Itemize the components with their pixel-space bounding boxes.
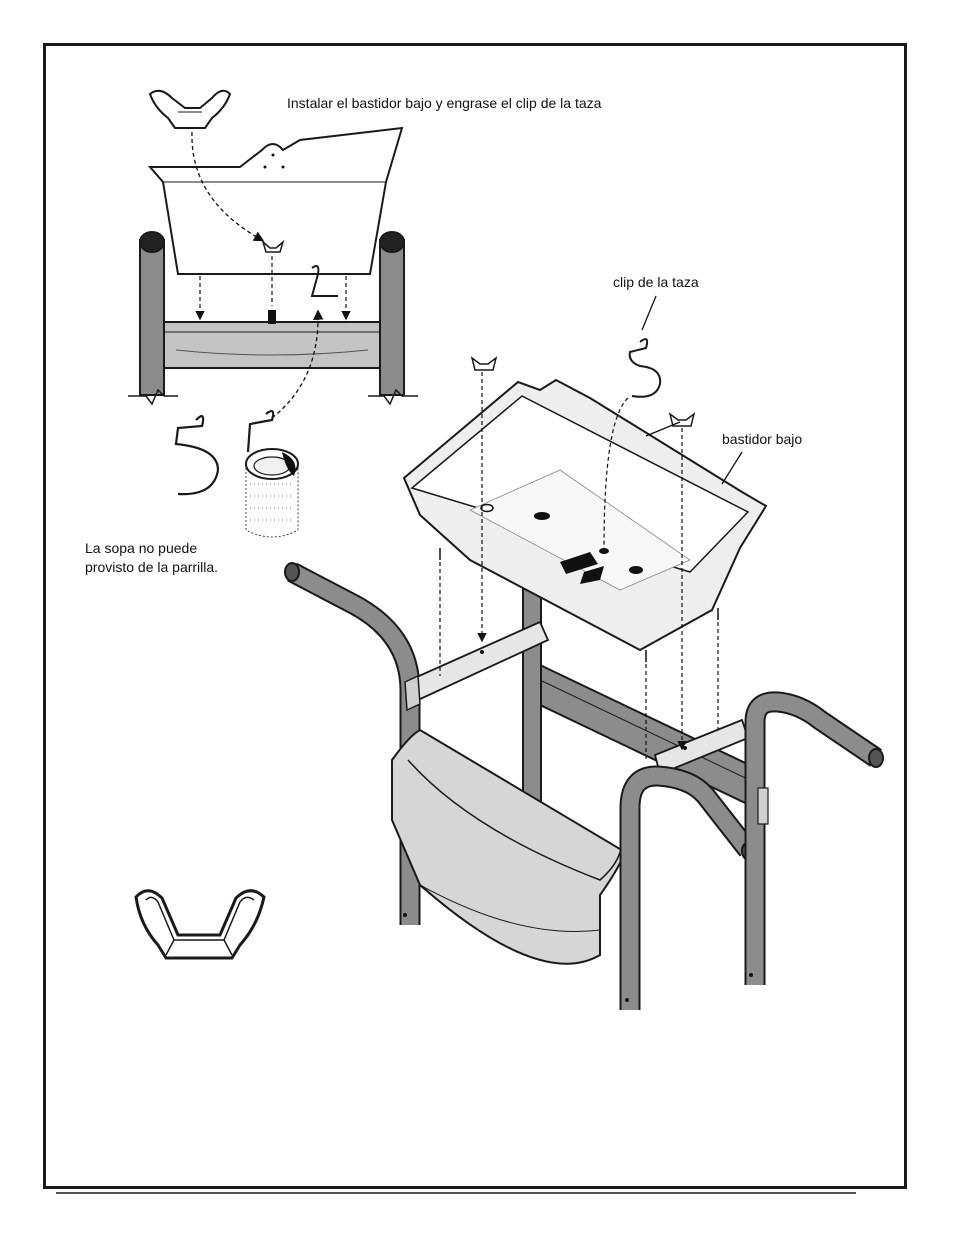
leader-lines (641, 295, 743, 485)
main-crossbar-left (404, 620, 550, 712)
cup-clip-icon (174, 265, 338, 496)
instruction-title: Instalar el bastidor bajo y engrase el c… (287, 95, 602, 111)
detail-tray (147, 126, 404, 275)
grease-note-line-1: La sopa no puede (85, 540, 198, 556)
lower-frame-label: bastidor bajo (722, 431, 803, 447)
detail-right-leg (368, 231, 418, 406)
main-frame-left-tube (284, 562, 421, 925)
wing-nut-large-icon (134, 889, 266, 960)
detail-arrows (191, 131, 351, 419)
cup-clip-label: clip de la taza (613, 274, 699, 290)
detail-left-leg (128, 231, 178, 406)
main-frame-front-tube (619, 765, 757, 1010)
grease-cup-icon (245, 448, 299, 538)
main-tray-lower-frame (402, 378, 768, 662)
main-cup-clip (628, 338, 662, 398)
main-frame-back-legs (522, 584, 542, 811)
detail-lower-frame (163, 310, 381, 369)
main-shelf (391, 728, 627, 965)
grease-note: La sopa no puede provisto de la parrilla… (85, 539, 218, 577)
wing-nut-icon (148, 89, 285, 253)
grease-note-line-2: provisto de la parrilla. (85, 559, 219, 575)
main-dashed-guides (439, 372, 719, 760)
diagram-frame (43, 43, 907, 1189)
main-frame-right-tube (744, 691, 884, 985)
